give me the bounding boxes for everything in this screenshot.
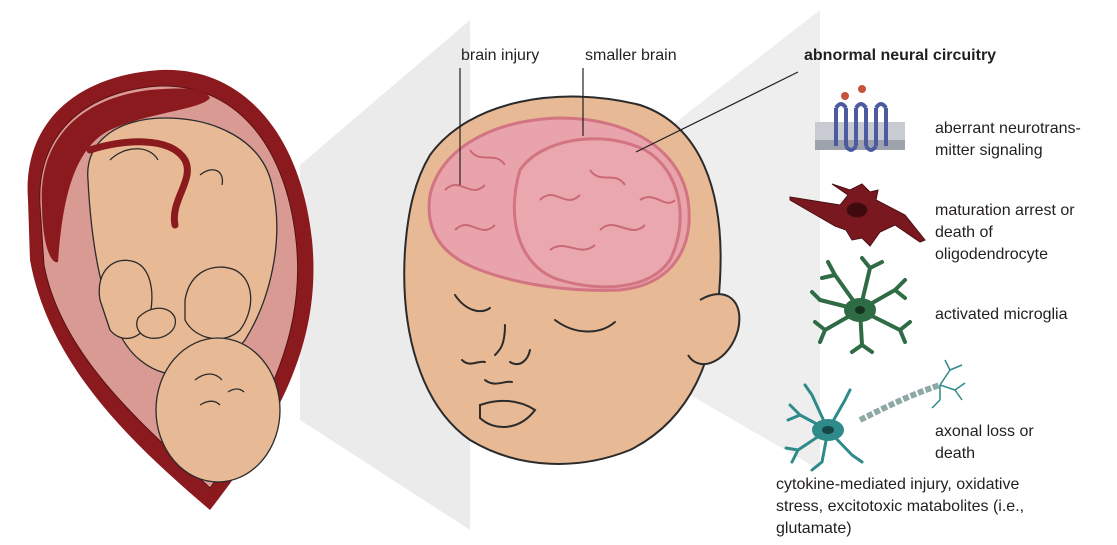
microglia-icon bbox=[812, 258, 910, 352]
oligodendrocyte-line: death of bbox=[935, 222, 1075, 244]
abnormal-circuitry-label: abnormal neural circuitry bbox=[804, 45, 996, 67]
axon-line: axonal loss or bbox=[935, 421, 1034, 443]
microglia-label: activated microglia bbox=[935, 304, 1068, 326]
axon-label: axonal loss or death bbox=[935, 421, 1034, 465]
infant-head bbox=[404, 97, 739, 464]
neurotransmitter-line: mitter signaling bbox=[935, 140, 1081, 162]
brain bbox=[429, 118, 689, 290]
axon-line: death bbox=[935, 443, 1034, 465]
brain-injury-label: brain injury bbox=[461, 45, 539, 67]
footer-mechanisms-text: cytokine-mediated injury, oxidative stre… bbox=[776, 474, 1024, 540]
oligodendrocyte-line: oligodendrocyte bbox=[935, 244, 1075, 266]
neurotransmitter-line: aberrant neurotrans- bbox=[935, 118, 1081, 140]
oligodendrocyte-label: maturation arrest or death of oligodendr… bbox=[935, 200, 1075, 266]
neurotransmitter-label: aberrant neurotrans- mitter signaling bbox=[935, 118, 1081, 162]
fetus-head bbox=[156, 338, 280, 482]
oligodendrocyte-line: maturation arrest or bbox=[935, 200, 1075, 222]
footer-line: glutamate) bbox=[776, 518, 1024, 540]
smaller-brain-label: smaller brain bbox=[585, 45, 677, 67]
uterus-illustration bbox=[28, 70, 314, 510]
receptor-icon bbox=[815, 85, 905, 150]
footer-line: stress, excitotoxic matabolites (i.e., bbox=[776, 496, 1024, 518]
footer-line: cytokine-mediated injury, oxidative bbox=[776, 474, 1024, 496]
